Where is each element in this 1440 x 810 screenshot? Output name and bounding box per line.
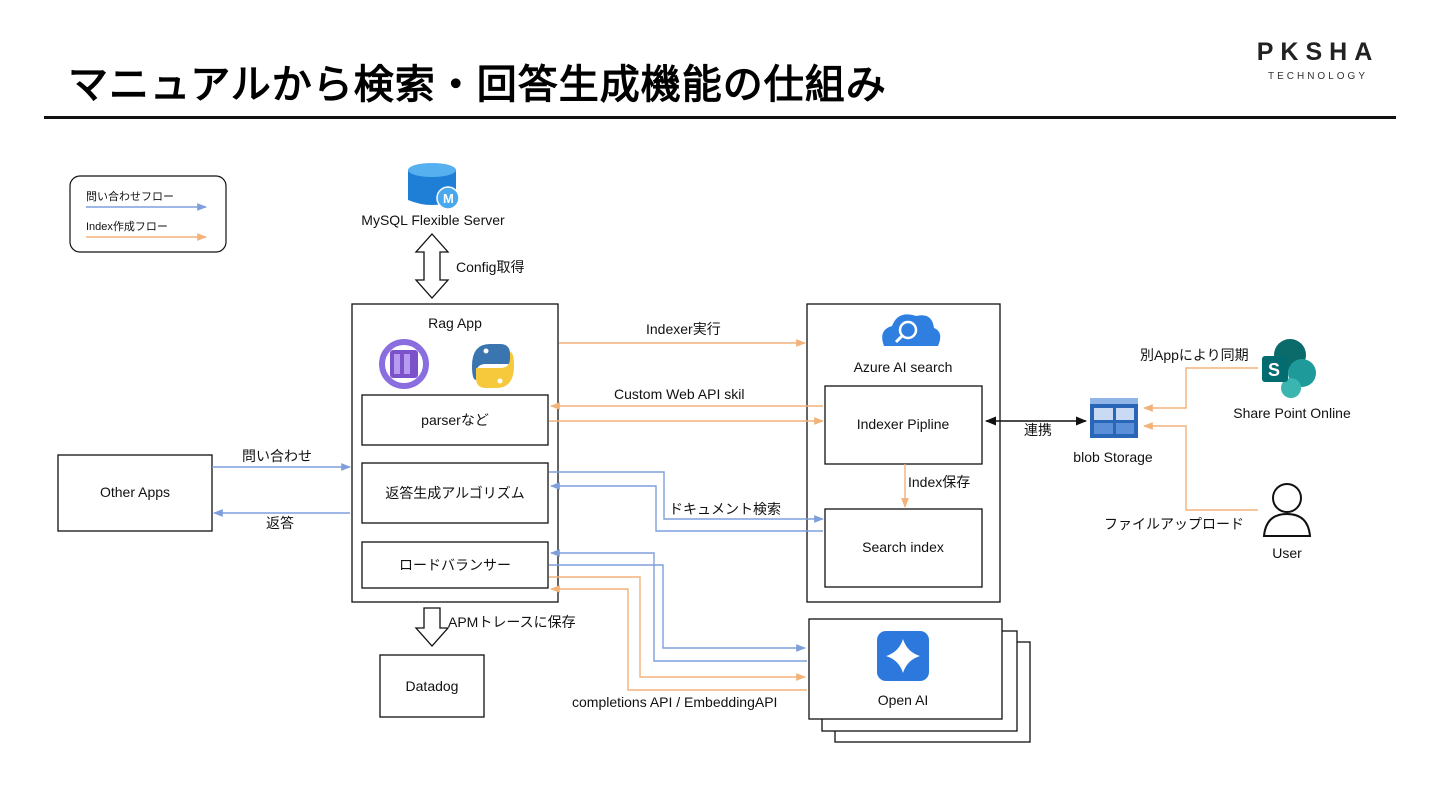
lb-openai-return-arrow: [550, 549, 807, 662]
indexer-pipeline-box: [824, 385, 983, 465]
other-apps-label: Other Apps: [100, 484, 170, 500]
sync-arrow: [1143, 367, 1258, 412]
sharepoint-icon: S: [1262, 339, 1316, 398]
reply-label: 返答: [266, 515, 294, 531]
container-apps-icon: [379, 339, 429, 389]
mysql-node: M MySQL Flexible Server: [361, 163, 505, 228]
indexer-run-label: Indexer実行: [646, 321, 721, 337]
svg-text:M: M: [443, 191, 454, 206]
sharepoint-label: Share Point Online: [1233, 405, 1351, 421]
svg-text:S: S: [1268, 360, 1280, 380]
lb-openai-query-arrow: [549, 564, 806, 652]
doc-search-query-arrow: [549, 471, 824, 523]
embedding-query-arrow: [549, 576, 806, 681]
link-label: 連携: [1024, 422, 1052, 438]
datadog-box: [379, 654, 485, 718]
config-double-arrow: [414, 233, 450, 299]
rag-app-node: Rag App parserなど 返答生成アルゴリズム ロードバランサー: [351, 303, 559, 603]
sharepoint-node: S Share Point Online: [1233, 339, 1351, 421]
title-divider: [44, 116, 1396, 119]
user-label: User: [1272, 545, 1302, 561]
inquiry-label: 問い合わせ: [242, 448, 312, 464]
azure-search-label: Azure AI search: [854, 359, 953, 375]
blob-storage-node: blob Storage: [1073, 398, 1153, 465]
indexer-pipeline-label: Indexer Pipline: [857, 416, 950, 432]
upload-arrow: [1143, 422, 1258, 511]
apm-arrow: [414, 607, 450, 647]
blob-storage-label: blob Storage: [1073, 449, 1153, 465]
mysql-label: MySQL Flexible Server: [361, 212, 505, 228]
logo-main-text: PKSHA: [1256, 38, 1380, 66]
other-apps-box: [57, 454, 213, 532]
embedding-return-arrow: [550, 585, 807, 691]
doc-search-return-arrow: [550, 482, 823, 532]
algorithm-label: 返答生成アルゴリズム: [385, 485, 525, 501]
apm-label: APMトレースに保存: [448, 614, 576, 630]
datadog-label: Datadog: [406, 678, 459, 694]
python-icon: [472, 344, 514, 388]
config-label: Config取得: [456, 259, 524, 275]
database-icon: M: [408, 163, 460, 210]
storage-icon: [1090, 398, 1138, 438]
user-node: User: [1262, 483, 1312, 561]
legend-frame: [69, 175, 227, 253]
openai-sparkle-icon: [877, 631, 929, 681]
parser-label: parserなど: [421, 412, 489, 428]
algorithm-box: [361, 462, 549, 524]
user-icon: [1262, 483, 1312, 537]
parser-box: [361, 394, 549, 446]
rag-app-label: Rag App: [428, 315, 482, 331]
cloud-search-icon: [882, 314, 941, 346]
open-ai-node: Open AI: [808, 618, 1031, 743]
legend: 問い合わせフロー Index作成フロー: [69, 175, 227, 253]
search-index-box: [824, 508, 983, 588]
index-save-label: Index保存: [908, 474, 970, 490]
search-index-label: Search index: [862, 539, 944, 555]
sync-label: 別Appにより同期: [1140, 347, 1249, 363]
page-title: マニュアルから検索・回答生成機能の仕組み: [68, 62, 887, 108]
legend-index-label: Index作成フロー: [86, 220, 168, 233]
load-balancer-box: [361, 541, 549, 589]
open-ai-label: Open AI: [878, 692, 929, 708]
logo-sub-text: TECHNOLOGY: [1267, 71, 1368, 82]
azure-search-node: Azure AI search Indexer Pipline Search i…: [806, 303, 1001, 603]
company-logo: PKSHA TECHNOLOGY: [1248, 38, 1388, 82]
doc-search-label: ドキュメント検索: [669, 501, 781, 517]
load-balancer-label: ロードバランサー: [399, 557, 511, 573]
custom-api-label: Custom Web API skil: [614, 386, 744, 402]
legend-inquiry-label: 問い合わせフロー: [86, 189, 174, 203]
completions-label: completions API / EmbeddingAPI: [572, 694, 777, 710]
upload-label: ファイルアップロード: [1104, 516, 1244, 532]
